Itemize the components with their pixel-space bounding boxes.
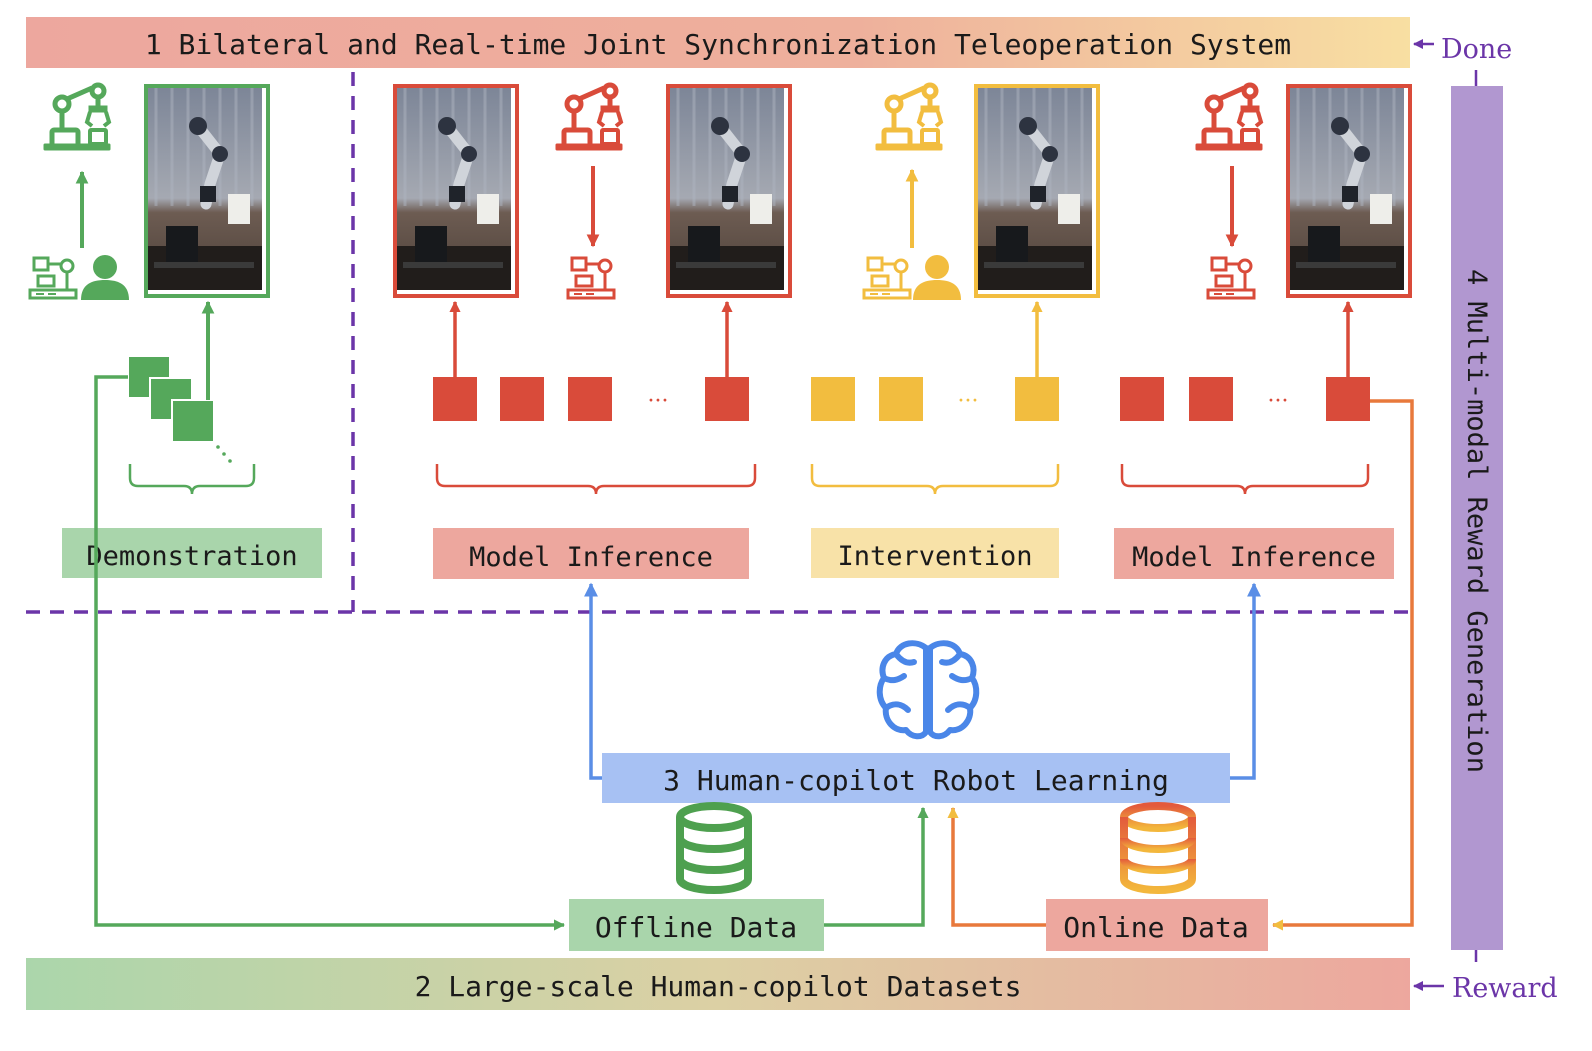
demo-dot bbox=[228, 459, 232, 463]
demo-to-offline-arrow bbox=[94, 375, 566, 931]
robot-arm-icon bbox=[876, 85, 942, 150]
reward-side-bar-title: 4 Multi-modal Reward Generation bbox=[1461, 269, 1492, 773]
robot-photo-thumbnail bbox=[395, 86, 519, 298]
reward-label: Reward bbox=[1452, 973, 1558, 1004]
robot-photo-thumbnail bbox=[668, 86, 792, 298]
done-label: Done bbox=[1441, 34, 1512, 65]
inference-brace bbox=[1120, 464, 1370, 495]
human-icon bbox=[913, 255, 961, 300]
robot-arm-icon bbox=[556, 85, 622, 150]
model-inference-label-2: Model Inference bbox=[1132, 542, 1376, 573]
inference-action-block bbox=[1326, 377, 1370, 421]
demo-dot bbox=[216, 445, 220, 449]
intervention-label-box bbox=[811, 528, 1059, 578]
intervention-label: Intervention bbox=[837, 541, 1032, 572]
intervention-brace bbox=[810, 464, 1060, 495]
inference-action-block bbox=[1189, 377, 1233, 421]
intervention-action-block bbox=[879, 377, 923, 421]
inference-action-block bbox=[433, 377, 477, 421]
teleop-device-icon bbox=[862, 256, 912, 300]
inference-ellipsis: ··· bbox=[648, 389, 669, 414]
robot-arm-icon bbox=[1196, 85, 1262, 150]
online-data-label: Online Data bbox=[1063, 911, 1248, 944]
inference-action-block bbox=[568, 377, 612, 421]
model-inference-label: Model Inference bbox=[469, 542, 713, 573]
offline-data-label: Offline Data bbox=[595, 911, 797, 944]
intervention-ellipsis: ··· bbox=[958, 389, 979, 414]
inference-action-block bbox=[1120, 377, 1164, 421]
learning-to-inference-arrow bbox=[584, 582, 602, 780]
inference-action-block bbox=[500, 377, 544, 421]
database-icon bbox=[1124, 806, 1192, 890]
human-icon bbox=[81, 255, 129, 300]
demo-brace bbox=[128, 464, 256, 495]
teleop-device-icon bbox=[28, 256, 78, 300]
top-banner-title: 1 Bilateral and Real-time Joint Synchron… bbox=[145, 28, 1291, 61]
robot-photo-thumbnail bbox=[146, 86, 270, 298]
online-data-box bbox=[1046, 899, 1268, 951]
offline-to-learning-arrow bbox=[824, 806, 929, 927]
intervention-action-block bbox=[811, 377, 855, 421]
reward-side-bar bbox=[1451, 86, 1503, 950]
learning-box bbox=[602, 753, 1230, 803]
bottom-banner-title: 2 Large-scale Human-copilot Datasets bbox=[415, 970, 1022, 1003]
robot-photo-thumbnail bbox=[976, 86, 1100, 298]
bottom-banner bbox=[26, 958, 1410, 1010]
demo-dot bbox=[222, 452, 226, 456]
intervention-action-block bbox=[1015, 377, 1059, 421]
online-to-learning-arrow bbox=[947, 806, 1046, 927]
inference-action-block bbox=[705, 377, 749, 421]
teleop-device-icon bbox=[566, 256, 616, 300]
model-inference-label-box-2 bbox=[1114, 528, 1394, 579]
demonstration-label-box bbox=[62, 528, 322, 578]
brain-icon bbox=[876, 640, 980, 740]
demo-action-block bbox=[171, 399, 215, 443]
teleop-device-icon bbox=[1206, 256, 1256, 300]
demonstration-label: Demonstration bbox=[86, 541, 297, 572]
inference-ellipsis: ··· bbox=[1268, 389, 1289, 414]
model-inference-label-box bbox=[433, 528, 749, 579]
robot-photo-thumbnail bbox=[1288, 86, 1412, 298]
learning-label: 3 Human-copilot Robot Learning bbox=[663, 764, 1169, 797]
inference-brace bbox=[435, 464, 757, 495]
offline-data-box bbox=[569, 899, 824, 951]
inference-to-online-arrow bbox=[1271, 399, 1414, 931]
learning-to-inference-arrow-2 bbox=[1230, 582, 1261, 780]
top-banner bbox=[26, 17, 1410, 68]
database-icon bbox=[680, 806, 748, 890]
robot-arm-icon bbox=[44, 85, 110, 150]
